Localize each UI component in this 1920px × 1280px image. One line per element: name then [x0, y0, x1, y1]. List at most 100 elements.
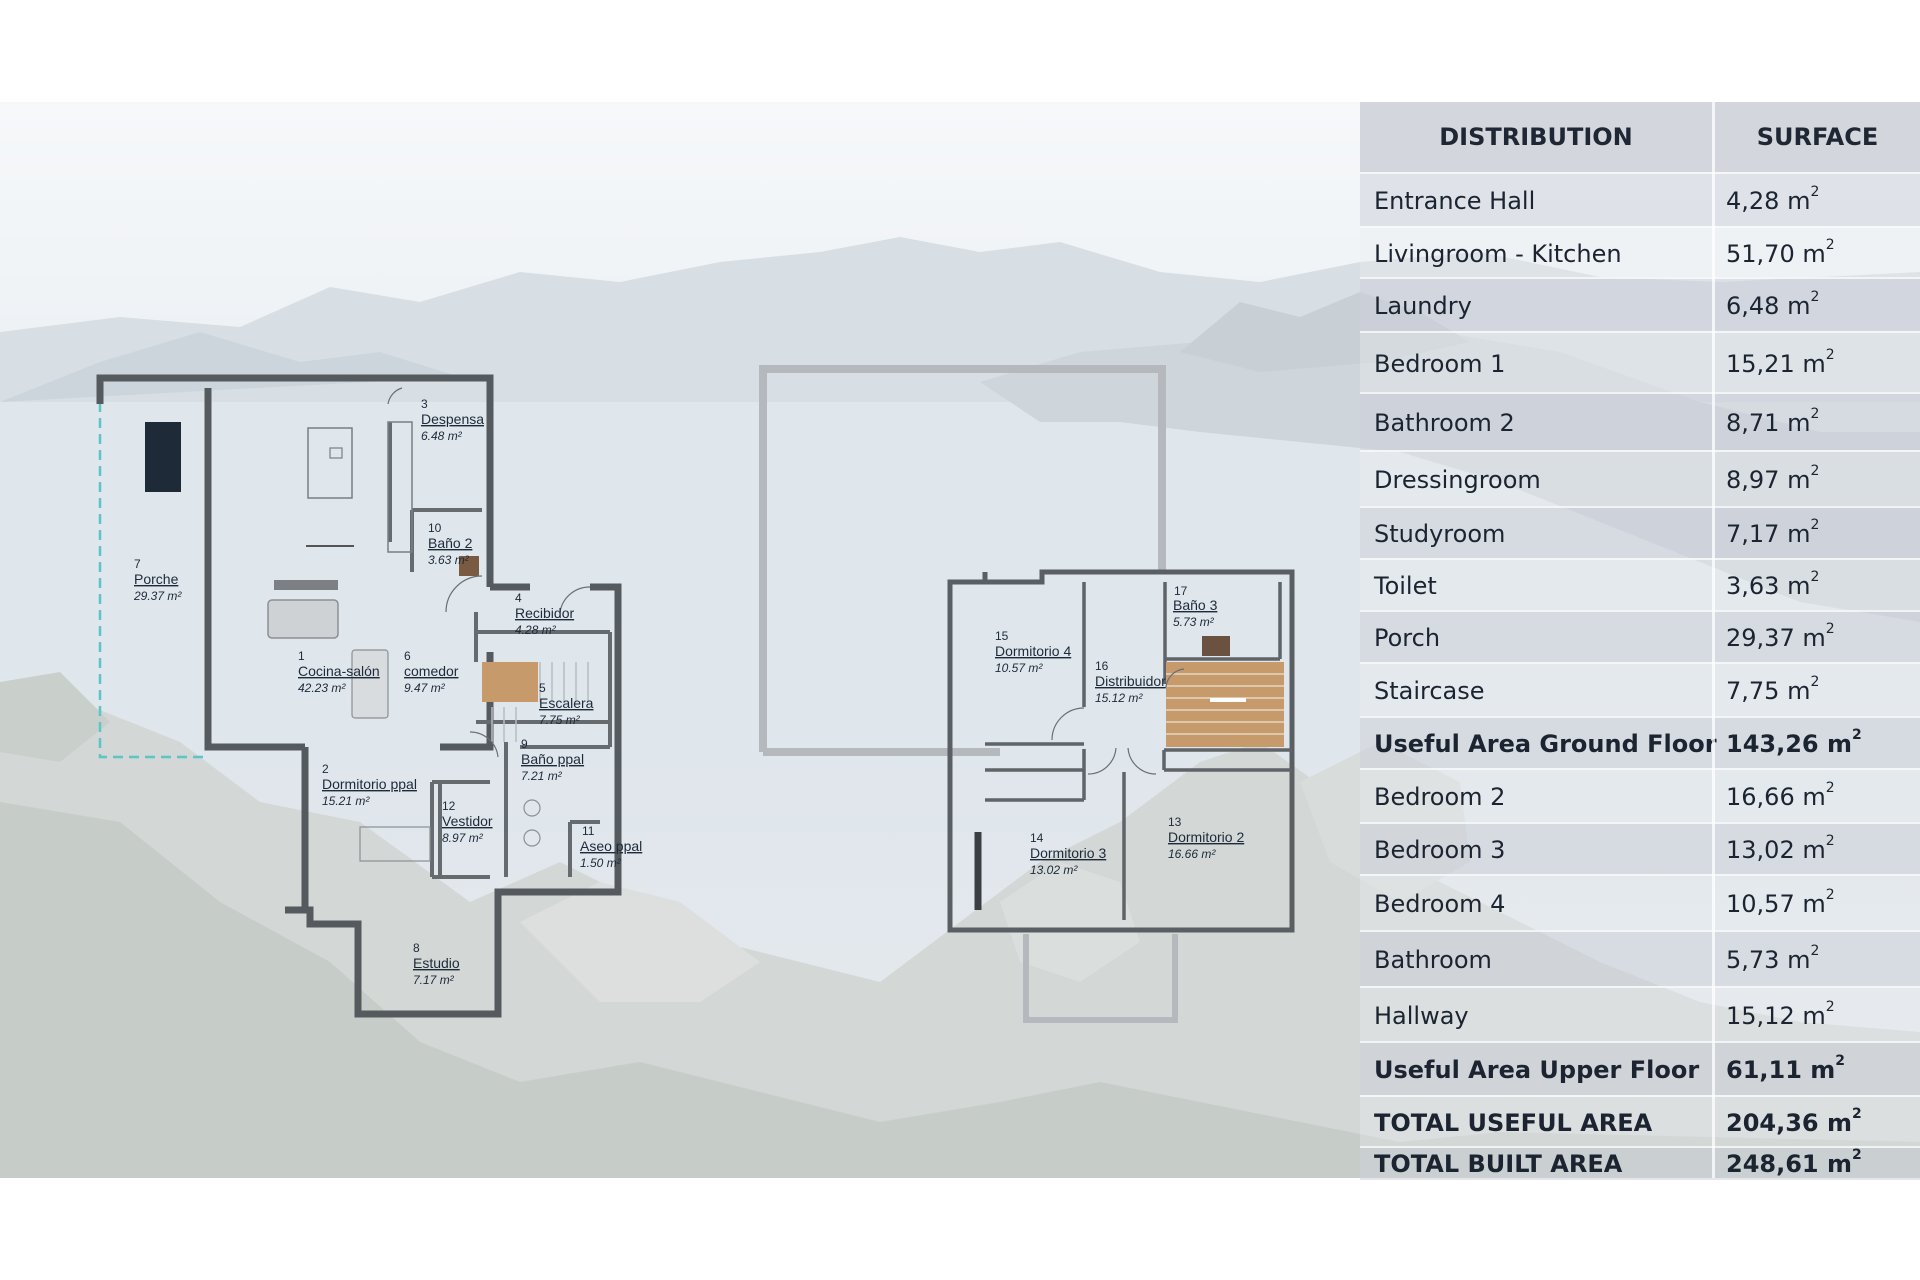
surface-value: 13,02 m — [1726, 836, 1826, 864]
room-name-despensa: Despensa — [421, 411, 484, 427]
header-distribution: DISTRIBUTION — [1439, 123, 1633, 151]
row-surface: 3,63 m2 — [1726, 569, 1820, 600]
room-num-5: 5 — [539, 681, 546, 695]
surface-value: 7,17 m — [1726, 520, 1811, 548]
row-surface: 5,73 m2 — [1726, 943, 1820, 974]
row-surface: 13,02 m2 — [1726, 833, 1835, 864]
room-name-comedor: comedor — [404, 663, 459, 679]
room-name-dormitorio-ppal: Dormitorio ppal — [322, 776, 417, 792]
surface-unit-exponent: 2 — [1825, 236, 1835, 253]
row-label: Dressingroom — [1374, 466, 1541, 494]
surface-value: 61,11 m — [1726, 1056, 1836, 1084]
room-num-17: 17 — [1174, 584, 1188, 598]
room-name-vestidor: Vestidor — [442, 813, 493, 829]
surface-value: 10,57 m — [1726, 890, 1826, 918]
room-area-cocina-salon: 42.23 m² — [298, 681, 346, 695]
bed-main — [359, 826, 431, 862]
room-area-dormitorio-2: 16.66 m² — [1168, 847, 1216, 861]
surface-value: 143,26 m — [1726, 730, 1852, 758]
bath3-fixture — [1202, 636, 1230, 656]
room-name-dormitorio-2: Dormitorio 2 — [1168, 829, 1244, 845]
room-num-16: 16 — [1095, 659, 1109, 673]
row-label: Useful Area Ground Floor — [1374, 730, 1717, 758]
room-num-6: 6 — [404, 649, 411, 663]
table-row: Bedroom 1 15,21 m2 — [1360, 331, 1920, 394]
row-label: Bedroom 1 — [1374, 349, 1506, 378]
room-area-recibidor: 4.28 m² — [515, 623, 557, 637]
room-area-dormitorio-4: 10.57 m² — [995, 661, 1043, 675]
surface-value: 204,36 m — [1726, 1108, 1852, 1137]
surface-value: 6,48 m — [1726, 292, 1811, 320]
surface-unit-exponent: 2 — [1810, 517, 1820, 533]
row-label: Bathroom 2 — [1374, 409, 1515, 437]
surface-value: 51,70 m — [1726, 239, 1826, 268]
room-area-escalera: 7.75 m² — [539, 713, 581, 727]
room-area-comedor: 9.47 m² — [404, 681, 446, 695]
surface-unit-exponent: 2 — [1835, 1053, 1846, 1069]
row-label: Laundry — [1374, 292, 1472, 320]
row-label: TOTAL BUILT AREA — [1374, 1150, 1623, 1178]
row-surface: 143,26 m2 — [1726, 727, 1862, 758]
surface-unit-exponent: 2 — [1810, 289, 1820, 305]
room-name-cocina-salon: Cocina-salón — [298, 663, 380, 679]
row-surface: 15,21 m2 — [1726, 347, 1835, 378]
room-num-9: 9 — [521, 737, 528, 751]
porch-outline — [98, 402, 208, 759]
surface-unit-exponent: 2 — [1810, 943, 1820, 959]
row-label: Entrance Hall — [1374, 187, 1536, 215]
row-surface: 7,17 m2 — [1726, 517, 1820, 548]
table-row: Laundry 6,48 m2 — [1360, 277, 1920, 333]
bath2-fixture — [459, 556, 479, 576]
room-name-dormitorio-3: Dormitorio 3 — [1030, 845, 1106, 861]
kitchen-counter — [387, 421, 413, 553]
sofa — [267, 599, 339, 639]
surface-unit-exponent: 2 — [1825, 621, 1835, 637]
surface-unit-exponent: 2 — [1825, 887, 1835, 903]
room-area-bano-ppal: 7.21 m² — [521, 769, 563, 783]
row-surface: 61,11 m2 — [1726, 1053, 1846, 1084]
column-divider — [1712, 102, 1715, 1178]
surface-unit-exponent: 2 — [1810, 569, 1820, 585]
row-label: Porch — [1374, 624, 1441, 652]
room-name-dormitorio-4: Dormitorio 4 — [995, 643, 1071, 659]
room-num-12: 12 — [442, 799, 456, 813]
room-num-13: 13 — [1168, 815, 1182, 829]
room-num-1: 1 — [298, 649, 305, 663]
room-num-2: 2 — [322, 762, 329, 776]
surface-unit-exponent: 2 — [1810, 674, 1820, 690]
surface-value: 16,66 m — [1726, 783, 1826, 811]
surface-value: 15,21 m — [1726, 349, 1826, 378]
row-label: Bedroom 4 — [1374, 890, 1506, 918]
row-label: Bedroom 3 — [1374, 836, 1506, 864]
row-label: Staircase — [1374, 677, 1485, 705]
row-label: Studyroom — [1374, 520, 1506, 548]
room-num-14: 14 — [1030, 831, 1044, 845]
upper-floor-plan — [759, 365, 1295, 1023]
room-area-dormitorio-ppal: 15.21 m² — [322, 794, 370, 808]
row-surface: 4,28 m2 — [1726, 184, 1819, 215]
table-row: Entrance Hall 4,28 m2 — [1360, 172, 1920, 228]
room-name-estudio: Estudio — [413, 955, 460, 971]
row-label: Toilet — [1374, 572, 1437, 600]
kitchen-island — [307, 427, 353, 499]
room-num-3: 3 — [421, 397, 428, 411]
surface-unit-exponent: 2 — [1825, 833, 1835, 849]
surface-unit-exponent: 2 — [1851, 1147, 1862, 1163]
room-num-15: 15 — [995, 629, 1009, 643]
upper-floor-labels: 17 Baño 3 5.73 m² 15 Dormitorio 4 10.57 … — [995, 584, 1244, 877]
room-name-distribuidor: Distribuidor — [1095, 673, 1166, 689]
surface-unit-exponent: 2 — [1825, 780, 1835, 796]
room-area-vestidor: 8.97 m² — [442, 831, 484, 845]
tv-unit — [274, 580, 338, 590]
dining-table — [145, 422, 181, 492]
room-area-aseo-ppal: 1.50 m² — [580, 856, 622, 870]
